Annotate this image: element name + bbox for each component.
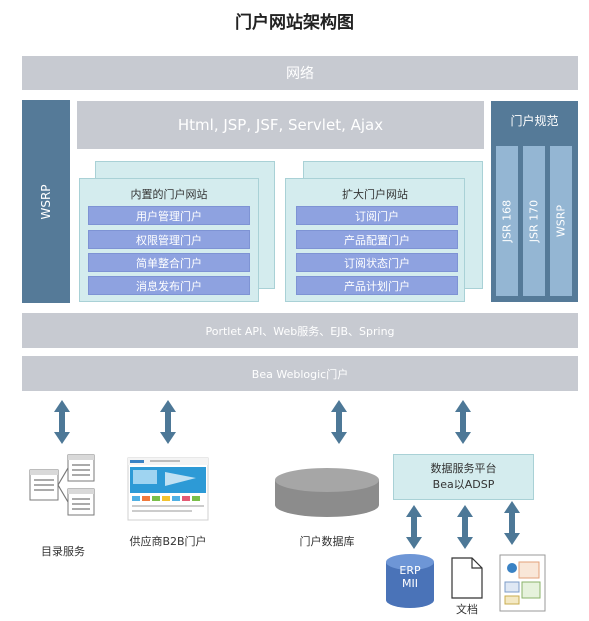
diagram-title: 门户网站架构图	[235, 13, 354, 33]
weblogic-band: Bea Weblogic门户	[22, 356, 578, 391]
directory-service-label: 目录服务	[41, 545, 85, 558]
middleware-band: Portlet API、Web服务、EJB、Spring	[22, 313, 578, 348]
jsr170-bar: JSR 170	[523, 146, 545, 296]
directory-service-icon	[29, 454, 95, 516]
portal-database-label: 门户数据库	[299, 535, 355, 548]
jsr168-bar: JSR 168	[496, 146, 518, 296]
extended-item-product-config: 产品配置门户	[296, 230, 458, 249]
arrow-b2b	[160, 400, 176, 444]
arrow-office	[504, 501, 520, 545]
extended-item-product-plan: 产品计划门户	[296, 276, 458, 295]
extended-item-subscription: 订阅门户	[296, 206, 458, 225]
erp-label: ERP MII	[386, 564, 434, 590]
erp-label-line2: MII	[402, 577, 418, 590]
wsrp-left-panel: WSRP	[22, 100, 70, 303]
extended-portal-title: 扩大门户网站	[342, 188, 408, 201]
middleware-label: Portlet API、Web服务、EJB、Spring	[205, 324, 395, 338]
arrow-document	[457, 505, 473, 549]
arrow-directory	[54, 400, 70, 444]
arrow-database	[331, 400, 347, 444]
data-service-platform-box: 数据服务平台 Bea以ADSP	[393, 454, 534, 500]
arrow-erp	[406, 505, 422, 549]
extended-item-subscription-status: 订阅状态门户	[296, 253, 458, 272]
builtin-item-integration: 简单整合门户	[88, 253, 250, 272]
standards-panel: 门户规范 JSR 168 JSR 170 WSRP	[491, 101, 578, 302]
b2b-portal-icon	[127, 457, 209, 521]
platform-subtitle: Bea以ADSP	[432, 478, 495, 491]
erp-database-icon	[386, 554, 434, 608]
builtin-item-messaging: 消息发布门户	[88, 276, 250, 295]
tech-band: Html, JSP, JSF, Servlet, Ajax	[77, 101, 484, 149]
standards-title: 门户规范	[510, 114, 559, 128]
document-icon	[451, 557, 483, 599]
builtin-portal-title: 内置的门户网站	[130, 188, 208, 201]
platform-title: 数据服务平台	[430, 462, 497, 475]
extended-portal-card: 扩大门户网站 订阅门户 产品配置门户 订阅状态门户 产品计划门户	[285, 178, 465, 302]
network-label: 网络	[286, 66, 314, 82]
erp-label-line1: ERP	[399, 564, 421, 577]
office-document-icon	[499, 554, 546, 612]
builtin-item-permission: 权限管理门户	[88, 230, 250, 249]
portal-database-icon	[275, 468, 379, 517]
b2b-portal-label: 供应商B2B门户	[129, 535, 207, 548]
wsrp-bar: WSRP	[550, 146, 572, 296]
arrow-platform	[455, 400, 471, 444]
tech-label: Html, JSP, JSF, Servlet, Ajax	[177, 116, 384, 134]
network-band: 网络	[22, 56, 578, 90]
builtin-item-user-mgmt: 用户管理门户	[88, 206, 250, 225]
document-label: 文档	[456, 603, 478, 616]
builtin-portal-card: 内置的门户网站 用户管理门户 权限管理门户 简单整合门户 消息发布门户	[79, 178, 259, 302]
weblogic-label: Bea Weblogic门户	[251, 367, 349, 381]
